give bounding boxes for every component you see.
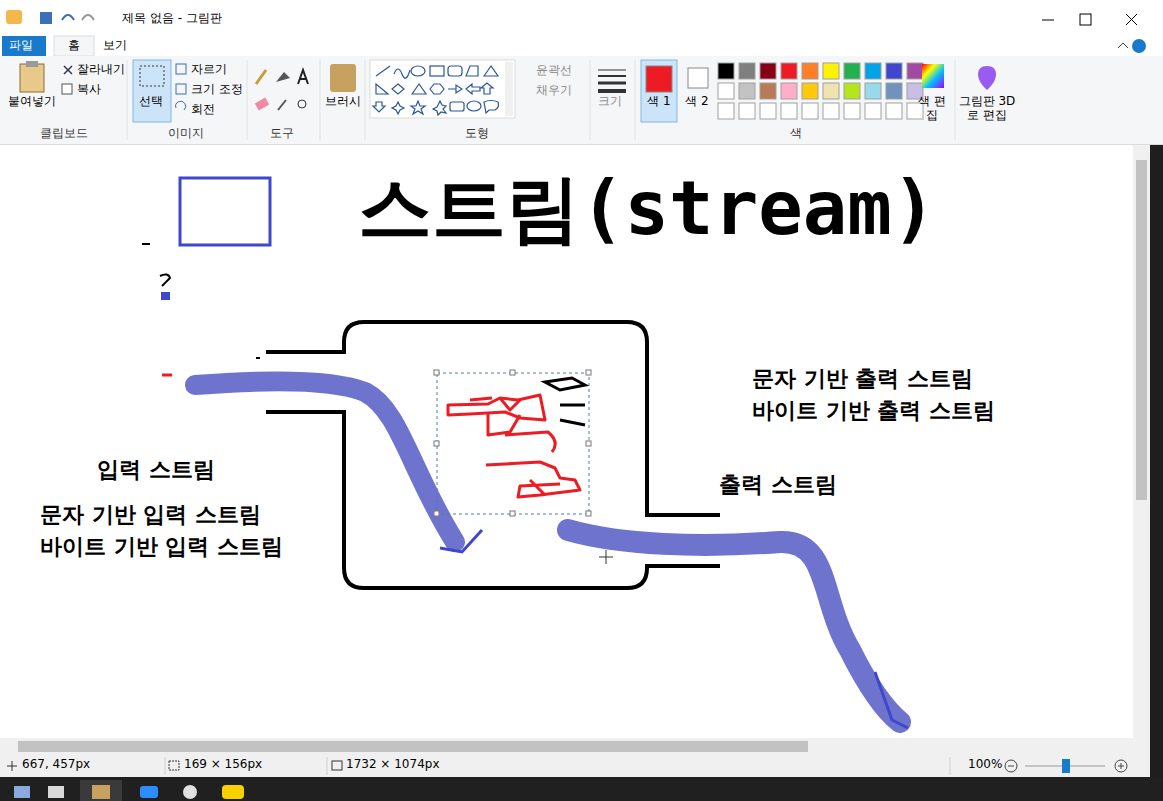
tool-label: 윤곽선 xyxy=(536,64,572,78)
tool-label: 크기 xyxy=(598,95,622,109)
tool-label: 색 1 xyxy=(646,95,672,109)
tool-label: 크기 조정 xyxy=(191,83,243,97)
tool-label: 색 2 xyxy=(684,95,710,109)
stream-label: 입력 스트림 xyxy=(97,457,215,482)
tool-label: 잘라내기 xyxy=(77,63,125,77)
stream-label: 문자 기반 입력 스트림 xyxy=(40,502,261,527)
tool-label: 선택 xyxy=(139,95,163,109)
tool-label: 회전 xyxy=(191,103,215,117)
tool-label: 복사 xyxy=(77,83,101,97)
tool-label: 붙여넣기 xyxy=(8,95,56,109)
selection-rectangle xyxy=(437,373,589,514)
menu-tab: 홈 xyxy=(68,39,80,53)
stream-label: 출력 스트림 xyxy=(719,472,837,497)
menu-tab: 파일 xyxy=(9,39,33,53)
drawing xyxy=(142,178,908,728)
status-text: 667, 457px xyxy=(22,758,90,772)
drawing-title: 스트림(stream) xyxy=(358,168,936,249)
status-text: 1732 × 1074px xyxy=(346,758,439,772)
stream-device xyxy=(266,322,720,515)
group-label: 이미지 xyxy=(168,127,204,141)
window-title: 제목 없음 - 그림판 xyxy=(122,12,222,26)
red-sketch xyxy=(448,395,580,497)
group-label: 도구 xyxy=(270,127,294,141)
menu-tab: 보기 xyxy=(103,39,127,53)
stream-label: 문자 기반 출력 스트림 xyxy=(752,366,973,391)
tool-label: 브러시 xyxy=(325,95,361,109)
tool-label: 자르기 xyxy=(191,63,227,77)
status-text: 100% xyxy=(968,758,1002,772)
stream-label: 바이트 기반 출력 스트림 xyxy=(752,398,995,423)
tool-label: 그림판 3D로 편집 xyxy=(957,95,1017,123)
group-label: 도형 xyxy=(465,127,489,141)
output-stream-flow xyxy=(568,530,900,722)
group-label: 클립보드 xyxy=(40,127,88,141)
tool-label: 색 편집 xyxy=(917,95,947,123)
stream-label: 바이트 기반 입력 스트림 xyxy=(40,534,283,559)
blue-square xyxy=(180,178,270,245)
tool-label: 채우기 xyxy=(536,84,572,98)
status-text: 169 × 156px xyxy=(184,758,262,772)
group-label: 색 xyxy=(790,127,802,141)
